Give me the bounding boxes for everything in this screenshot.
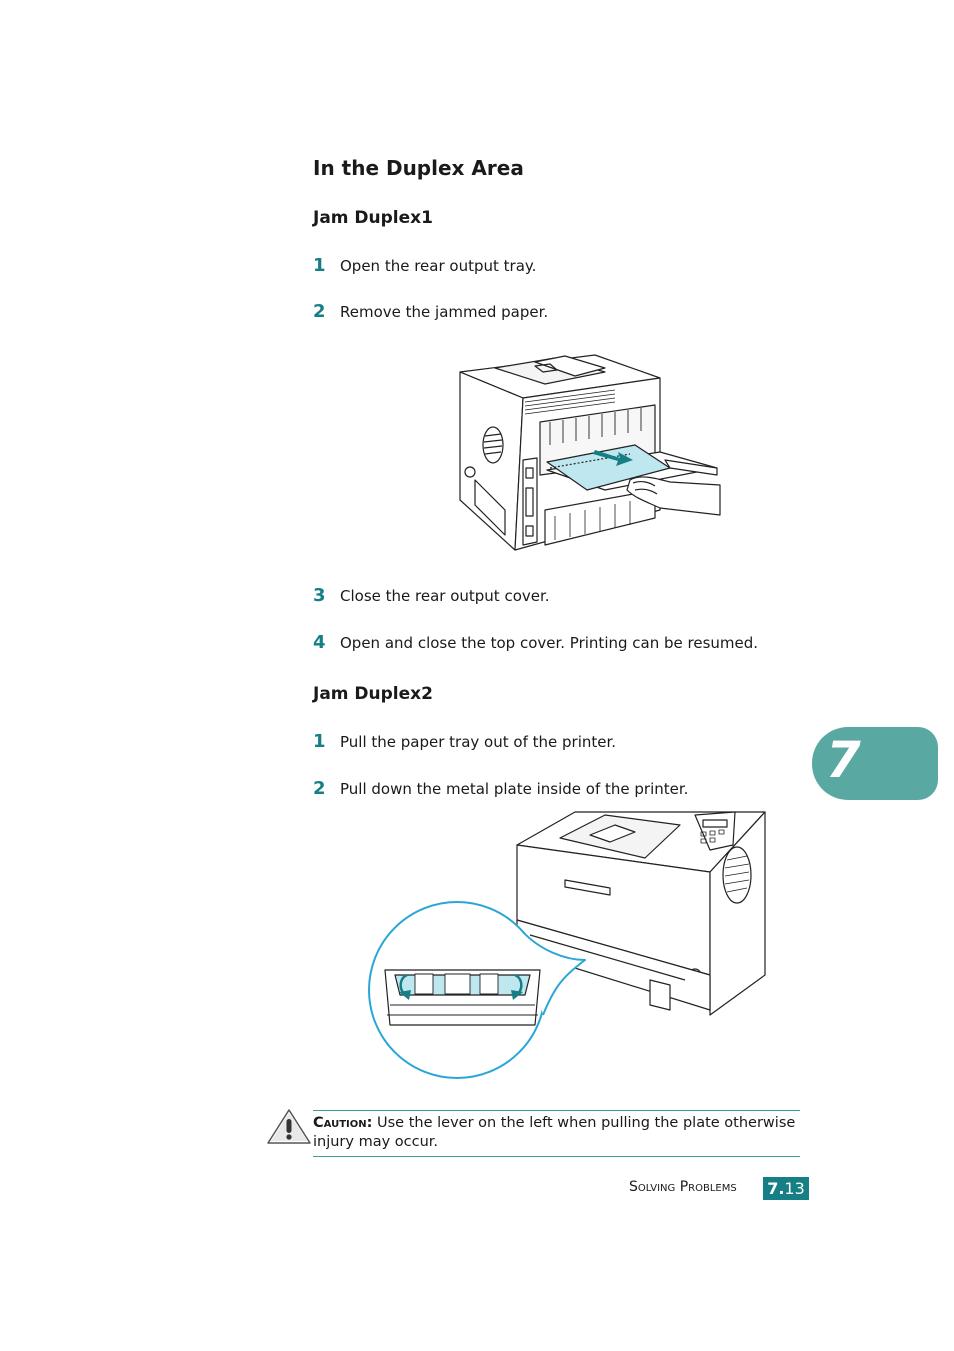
step-item: 2 Pull down the metal plate inside of th… — [313, 778, 688, 802]
step-number: 2 — [313, 778, 326, 799]
step-text: Close the rear output cover. — [340, 587, 550, 605]
step-text: Open the rear output tray. — [340, 257, 537, 275]
caution-label: Caution: — [313, 1115, 373, 1131]
step-item: 1 Pull the paper tray out of the printer… — [313, 731, 616, 755]
page-chapter: 7. — [767, 1179, 785, 1198]
step-item: 1 Open the rear output tray. — [313, 255, 536, 279]
step-number: 1 — [313, 255, 326, 276]
caution-note: Caution: Use the lever on the left when … — [313, 1114, 803, 1152]
page-index: 13 — [784, 1179, 805, 1198]
step-item: 3 Close the rear output cover. — [313, 585, 550, 609]
rear-jam-illustration — [459, 354, 721, 551]
subsection-title-duplex2: Jam Duplex2 — [313, 684, 433, 704]
step-text: Pull down the metal plate inside of the … — [340, 780, 689, 798]
step-number: 2 — [313, 301, 326, 322]
chapter-tab: 7 — [812, 727, 938, 800]
caution-body: Use the lever on the left when pulling t… — [313, 1115, 796, 1150]
footer-chapter-title: Solving Problems — [629, 1179, 737, 1195]
caution-bottom-rule — [313, 1156, 800, 1157]
subsection-title-duplex1: Jam Duplex1 — [313, 208, 433, 228]
step-number: 1 — [313, 731, 326, 752]
metal-plate-illustration — [368, 811, 766, 1079]
section-title: In the Duplex Area — [313, 156, 524, 180]
step-item: 4 Open and close the top cover. Printing… — [313, 632, 758, 656]
page-number: 7.13 — [763, 1177, 809, 1200]
step-text: Remove the jammed paper. — [340, 303, 549, 321]
step-number: 3 — [313, 585, 326, 606]
chapter-number: 7 — [826, 731, 861, 789]
step-text: Pull the paper tray out of the printer. — [340, 733, 617, 751]
caution-top-rule — [313, 1110, 800, 1111]
step-number: 4 — [313, 632, 326, 653]
step-text: Open and close the top cover. Printing c… — [340, 634, 759, 652]
step-item: 2 Remove the jammed paper. — [313, 301, 548, 325]
warning-triangle-icon — [267, 1109, 311, 1144]
